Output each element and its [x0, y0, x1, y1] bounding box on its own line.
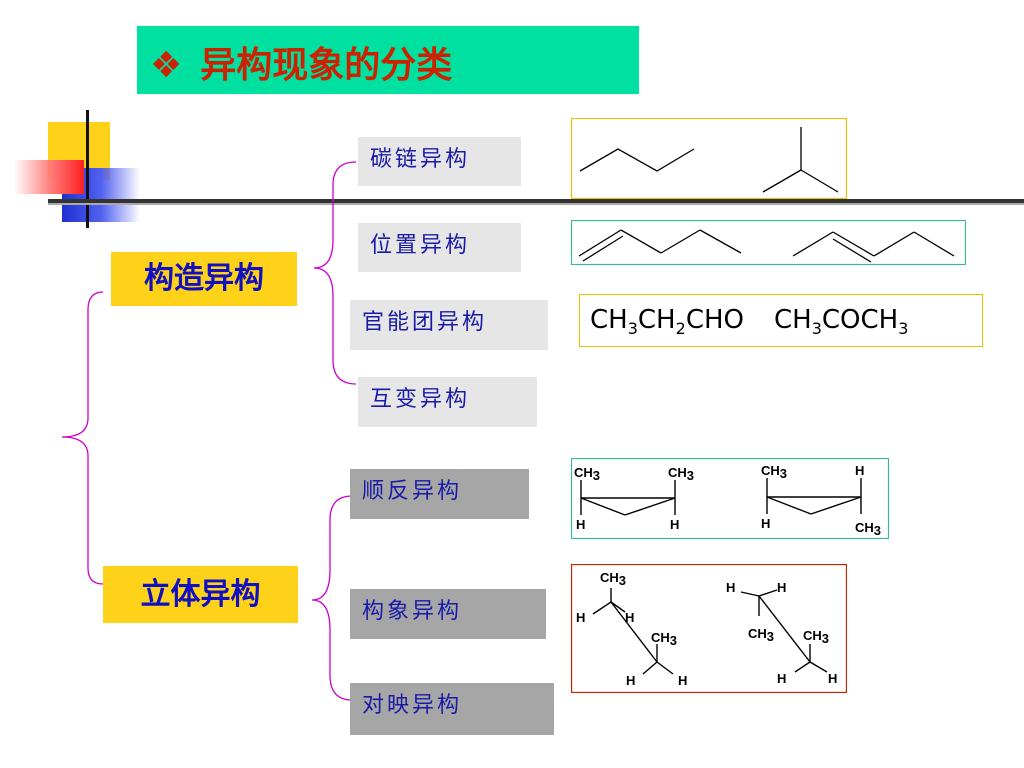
structural-brace	[313, 161, 357, 385]
position-isomer-structures	[571, 220, 966, 265]
1-butene-skeleton	[578, 229, 742, 262]
main-brace	[61, 291, 104, 585]
item-position-isomerism: 位置异构	[358, 223, 521, 272]
atom-label: CH3	[855, 520, 881, 538]
staggered-butane-sawhorse	[740, 589, 828, 673]
atom-label: H	[777, 580, 786, 595]
functional-group-formulas: CH3CH2CHO CH3COCH3	[579, 294, 983, 347]
item-enantiomerism: 对映异构	[350, 683, 554, 735]
eclipsed-butane-sawhorse	[592, 588, 674, 675]
item-tautomerism: 互变异构	[358, 377, 537, 427]
atom-label: H	[828, 671, 837, 686]
page-title-text: 异构现象的分类	[200, 45, 453, 86]
atom-label: H	[855, 463, 864, 478]
atom-label: CH3	[668, 465, 694, 483]
isobutane-skeleton	[762, 127, 839, 193]
stereo-brace	[311, 495, 353, 701]
atom-label: H	[576, 610, 585, 625]
decor-horizontal-line	[48, 199, 1024, 203]
decor-vertical-line	[86, 110, 89, 228]
item-cis-trans-isomerism: 顺反异构	[350, 469, 529, 519]
diamond-bullet-icon: ❖	[150, 45, 183, 86]
atom-label: H	[626, 673, 635, 688]
carbon-chain-structures	[571, 118, 847, 199]
decor-red-square	[14, 160, 84, 194]
atom-label: CH3	[748, 626, 774, 644]
page-title: ❖ 异构现象的分类	[150, 36, 452, 88]
atom-label: CH3	[803, 628, 829, 646]
atom-label: H	[761, 516, 770, 531]
butane-skeleton	[579, 148, 695, 172]
atom-label: H	[777, 671, 786, 686]
category-structural-isomerism: 构造异构	[111, 252, 297, 306]
atom-label: H	[576, 517, 585, 532]
acetone-formula: CH3COCH3	[773, 305, 909, 339]
atom-label: H	[678, 673, 687, 688]
atom-label: H	[670, 517, 679, 532]
propanal-formula: CH3CH2CHO	[590, 305, 744, 339]
atom-label: H	[625, 610, 634, 625]
conformation-structures: CH3 H H CH3 H H H H CH3 CH3 H H	[571, 564, 847, 693]
atom-label: H	[726, 580, 735, 595]
2-pentene-skeleton	[792, 231, 955, 263]
category-stereoisomerism: 立体异构	[103, 566, 298, 623]
item-conformational-isomerism: 构象异构	[350, 589, 546, 639]
item-carbon-chain-isomerism: 碳链异构	[358, 137, 521, 186]
item-functional-group-isomerism: 官能团异构	[350, 300, 548, 350]
title-banner	[137, 26, 639, 94]
atom-label: CH3	[651, 630, 677, 648]
atom-label: CH3	[574, 465, 600, 483]
decor-horizontal-line-shadow	[48, 203, 1024, 205]
cis-dimethylcyclopropane	[580, 480, 676, 516]
trans-dimethylcyclopropane	[766, 478, 862, 515]
cis-trans-structures: CH3 CH3 H H CH3 H H CH3	[571, 458, 889, 539]
atom-label: CH3	[600, 570, 626, 588]
atom-label: CH3	[761, 463, 787, 481]
